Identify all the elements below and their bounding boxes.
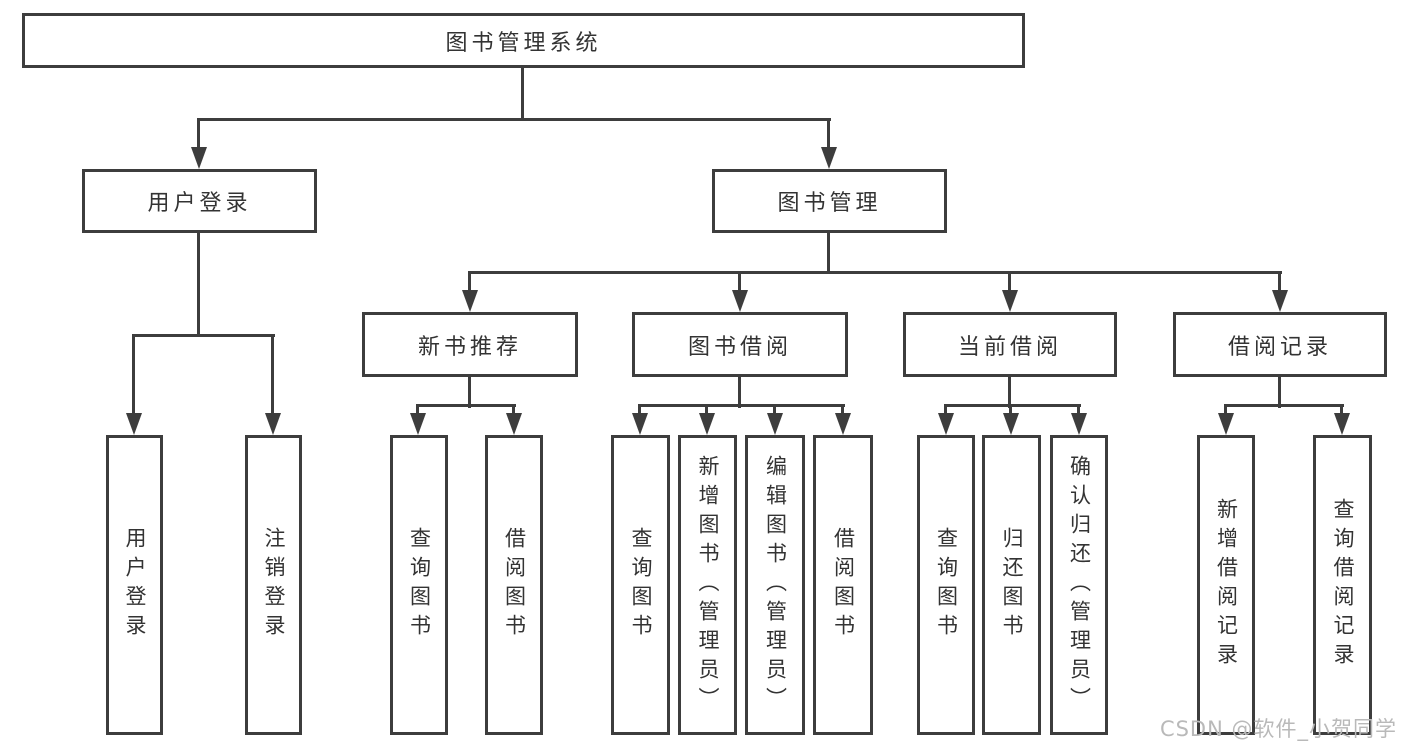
node-label: 新增图书（管理员） xyxy=(696,454,720,716)
connector-user-login-stem xyxy=(197,233,200,336)
node-label: 新增借阅记录 xyxy=(1214,498,1239,672)
node-label: 当前借阅 xyxy=(957,334,1062,360)
connector-current-borrow-stem xyxy=(1008,377,1011,408)
arrow-down-icon xyxy=(1071,413,1087,435)
connector-drop-logout-leaf xyxy=(271,334,274,415)
connector-drop xyxy=(416,404,419,417)
leaf-borrow-books-recommend: 借阅图书 xyxy=(485,435,543,735)
node-label: 用户登录 xyxy=(123,527,147,643)
node-label: 新书推荐 xyxy=(417,334,522,360)
leaf-add-borrow-record: 新增借阅记录 xyxy=(1197,435,1255,735)
arrow-down-icon xyxy=(1272,290,1288,312)
node-label: 图书管理 xyxy=(777,191,882,216)
leaf-query-borrow-record: 查询借阅记录 xyxy=(1313,435,1372,735)
leaf-logout: 注销登录 xyxy=(245,435,302,735)
node-label: 查询图书 xyxy=(407,527,432,643)
node-label: 查询图书 xyxy=(629,527,653,643)
node-book-borrowing: 图书借阅 xyxy=(632,312,848,377)
arrow-down-icon xyxy=(1334,413,1350,435)
arrow-down-icon xyxy=(835,413,851,435)
node-label: 查询图书 xyxy=(934,527,959,643)
connector-book-borrow-bus xyxy=(638,404,845,407)
node-borrowing-records: 借阅记录 xyxy=(1173,312,1387,377)
arrow-down-icon xyxy=(1002,290,1018,312)
arrow-down-icon xyxy=(410,413,426,435)
arrow-down-icon xyxy=(506,413,522,435)
connector-book-management-stem xyxy=(827,233,830,273)
connector-drop-book-borrow xyxy=(738,271,741,292)
leaf-query-books-borrowing: 查询图书 xyxy=(611,435,670,735)
arrow-down-icon xyxy=(732,290,748,312)
connector-user-login-bus xyxy=(132,334,275,337)
connector-drop-current-borrow xyxy=(1008,271,1011,292)
node-label: 借阅图书 xyxy=(831,527,856,643)
node-current-borrowing: 当前借阅 xyxy=(903,312,1117,377)
leaf-add-books-admin: 新增图书（管理员） xyxy=(678,435,737,735)
node-user-login: 用户登录 xyxy=(82,169,317,233)
arrow-down-icon xyxy=(767,413,783,435)
leaf-edit-books-admin: 编辑图书（管理员） xyxy=(745,435,805,735)
csdn-watermark: CSDN @软件_小贺同学 xyxy=(1159,717,1397,741)
node-label: 图书借阅 xyxy=(687,334,792,360)
connector-drop-book-management xyxy=(827,118,830,149)
arrow-down-icon xyxy=(126,413,142,435)
connector-drop-borrow-records xyxy=(1278,271,1281,292)
connector-new-book-bus xyxy=(416,404,516,407)
arrow-down-icon xyxy=(938,413,954,435)
connector-drop xyxy=(1224,404,1227,417)
connector-drop xyxy=(841,404,844,417)
connector-new-book-stem xyxy=(468,377,471,408)
connector-drop-new-book xyxy=(468,271,471,292)
connector-level2-bus xyxy=(197,118,831,121)
node-book-management: 图书管理 xyxy=(712,169,947,233)
node-library-management-system: 图书管理系统 xyxy=(22,13,1025,68)
leaf-borrow-books-borrowing: 借阅图书 xyxy=(813,435,873,735)
leaf-query-books-current: 查询图书 xyxy=(917,435,975,735)
node-label: 查询借阅记录 xyxy=(1331,498,1355,672)
arrow-down-icon xyxy=(699,413,715,435)
node-label: 图书管理系统 xyxy=(445,30,602,56)
connector-borrow-records-stem xyxy=(1278,377,1281,408)
connector-drop xyxy=(1340,404,1343,417)
arrow-down-icon xyxy=(265,413,281,435)
connector-drop xyxy=(773,404,776,417)
arrow-down-icon xyxy=(632,413,648,435)
connector-drop xyxy=(512,404,515,417)
connector-drop xyxy=(1009,404,1012,417)
node-label: 注销登录 xyxy=(262,527,286,643)
leaf-user-login: 用户登录 xyxy=(106,435,163,735)
connector-level3-bus xyxy=(468,271,1282,274)
leaf-confirm-return-admin: 确认归还（管理员） xyxy=(1050,435,1108,735)
leaf-return-books: 归还图书 xyxy=(982,435,1041,735)
node-label: 借阅记录 xyxy=(1227,334,1332,360)
node-label: 归还图书 xyxy=(1000,527,1024,643)
node-label: 用户登录 xyxy=(147,191,252,216)
connector-borrow-records-bus xyxy=(1224,404,1344,407)
leaf-query-books-recommend: 查询图书 xyxy=(390,435,448,735)
connector-book-borrow-stem xyxy=(738,377,741,408)
arrow-down-icon xyxy=(191,147,207,169)
node-new-book-recommendation: 新书推荐 xyxy=(362,312,578,377)
node-label: 确认归还（管理员） xyxy=(1067,454,1092,716)
node-label: 借阅图书 xyxy=(502,527,527,643)
connector-drop xyxy=(1077,404,1080,417)
connector-drop xyxy=(705,404,708,417)
arrow-down-icon xyxy=(462,290,478,312)
connector-drop xyxy=(638,404,641,417)
arrow-down-icon xyxy=(821,147,837,169)
arrow-down-icon xyxy=(1003,413,1019,435)
node-label: 编辑图书（管理员） xyxy=(763,454,788,716)
arrow-down-icon xyxy=(1218,413,1234,435)
connector-drop-login-leaf xyxy=(132,334,135,415)
connector-drop-user-login xyxy=(197,118,200,149)
connector-drop xyxy=(944,404,947,417)
connector-root-stem xyxy=(521,68,524,120)
connector-current-borrow-bus xyxy=(944,404,1081,407)
